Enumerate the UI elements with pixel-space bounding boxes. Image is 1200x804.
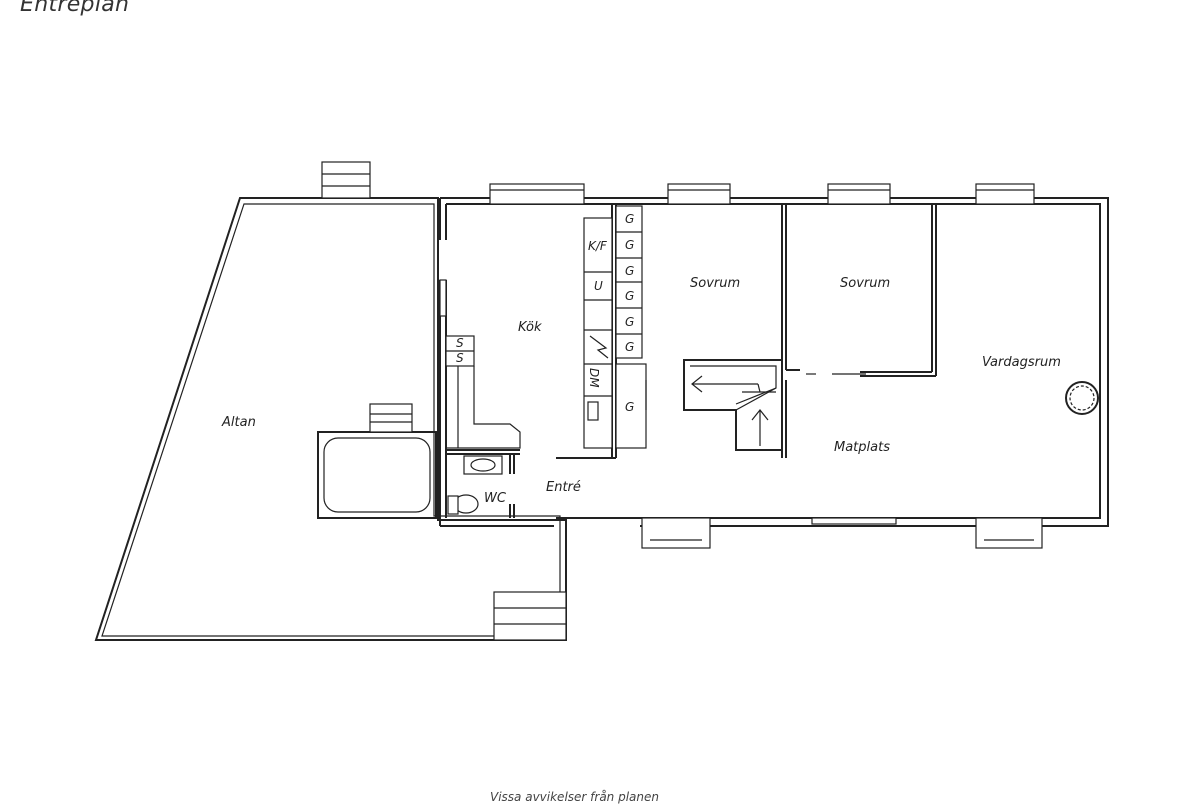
fixture-label-s2: S bbox=[456, 351, 464, 365]
house-walls bbox=[439, 183, 1109, 549]
fixture-label-g1: G bbox=[625, 212, 634, 226]
room-label-sovrum-2: Sovrum bbox=[840, 276, 890, 291]
altan-deck bbox=[94, 161, 567, 641]
fixture-label-g6: G bbox=[625, 340, 634, 354]
wardrobes bbox=[615, 205, 647, 449]
stove-symbol bbox=[1065, 381, 1099, 415]
fixture-label-g7: G bbox=[625, 400, 634, 414]
room-label-sovrum-1: Sovrum bbox=[690, 276, 740, 291]
room-label-vardagsrum: Vardagsrum bbox=[982, 355, 1061, 370]
room-label-wc: WC bbox=[484, 491, 507, 506]
fixture-label-dm: DM bbox=[587, 368, 601, 388]
room-label-entre: Entré bbox=[546, 480, 581, 495]
fixture-label-g5: G bbox=[625, 315, 634, 329]
fixture-label-g2: G bbox=[625, 238, 634, 252]
kitchen-counters bbox=[445, 217, 613, 449]
wc-fixtures bbox=[447, 455, 503, 515]
fixture-label-g3: G bbox=[625, 264, 634, 278]
fixture-label-s1: S bbox=[456, 336, 464, 350]
room-label-matplats: Matplats bbox=[834, 440, 890, 455]
hot-tub bbox=[317, 403, 437, 519]
fixture-label-kf: K/F bbox=[588, 239, 608, 253]
bottom-note: Vissa avvikelser från planen bbox=[490, 790, 659, 804]
plan-title: Entréplan bbox=[20, 0, 130, 17]
room-label-kok: Kök bbox=[518, 320, 542, 335]
staircase bbox=[683, 359, 783, 451]
fixture-label-u: U bbox=[594, 279, 603, 293]
room-label-altan: Altan bbox=[221, 415, 256, 430]
fixture-label-g4: G bbox=[625, 289, 634, 303]
